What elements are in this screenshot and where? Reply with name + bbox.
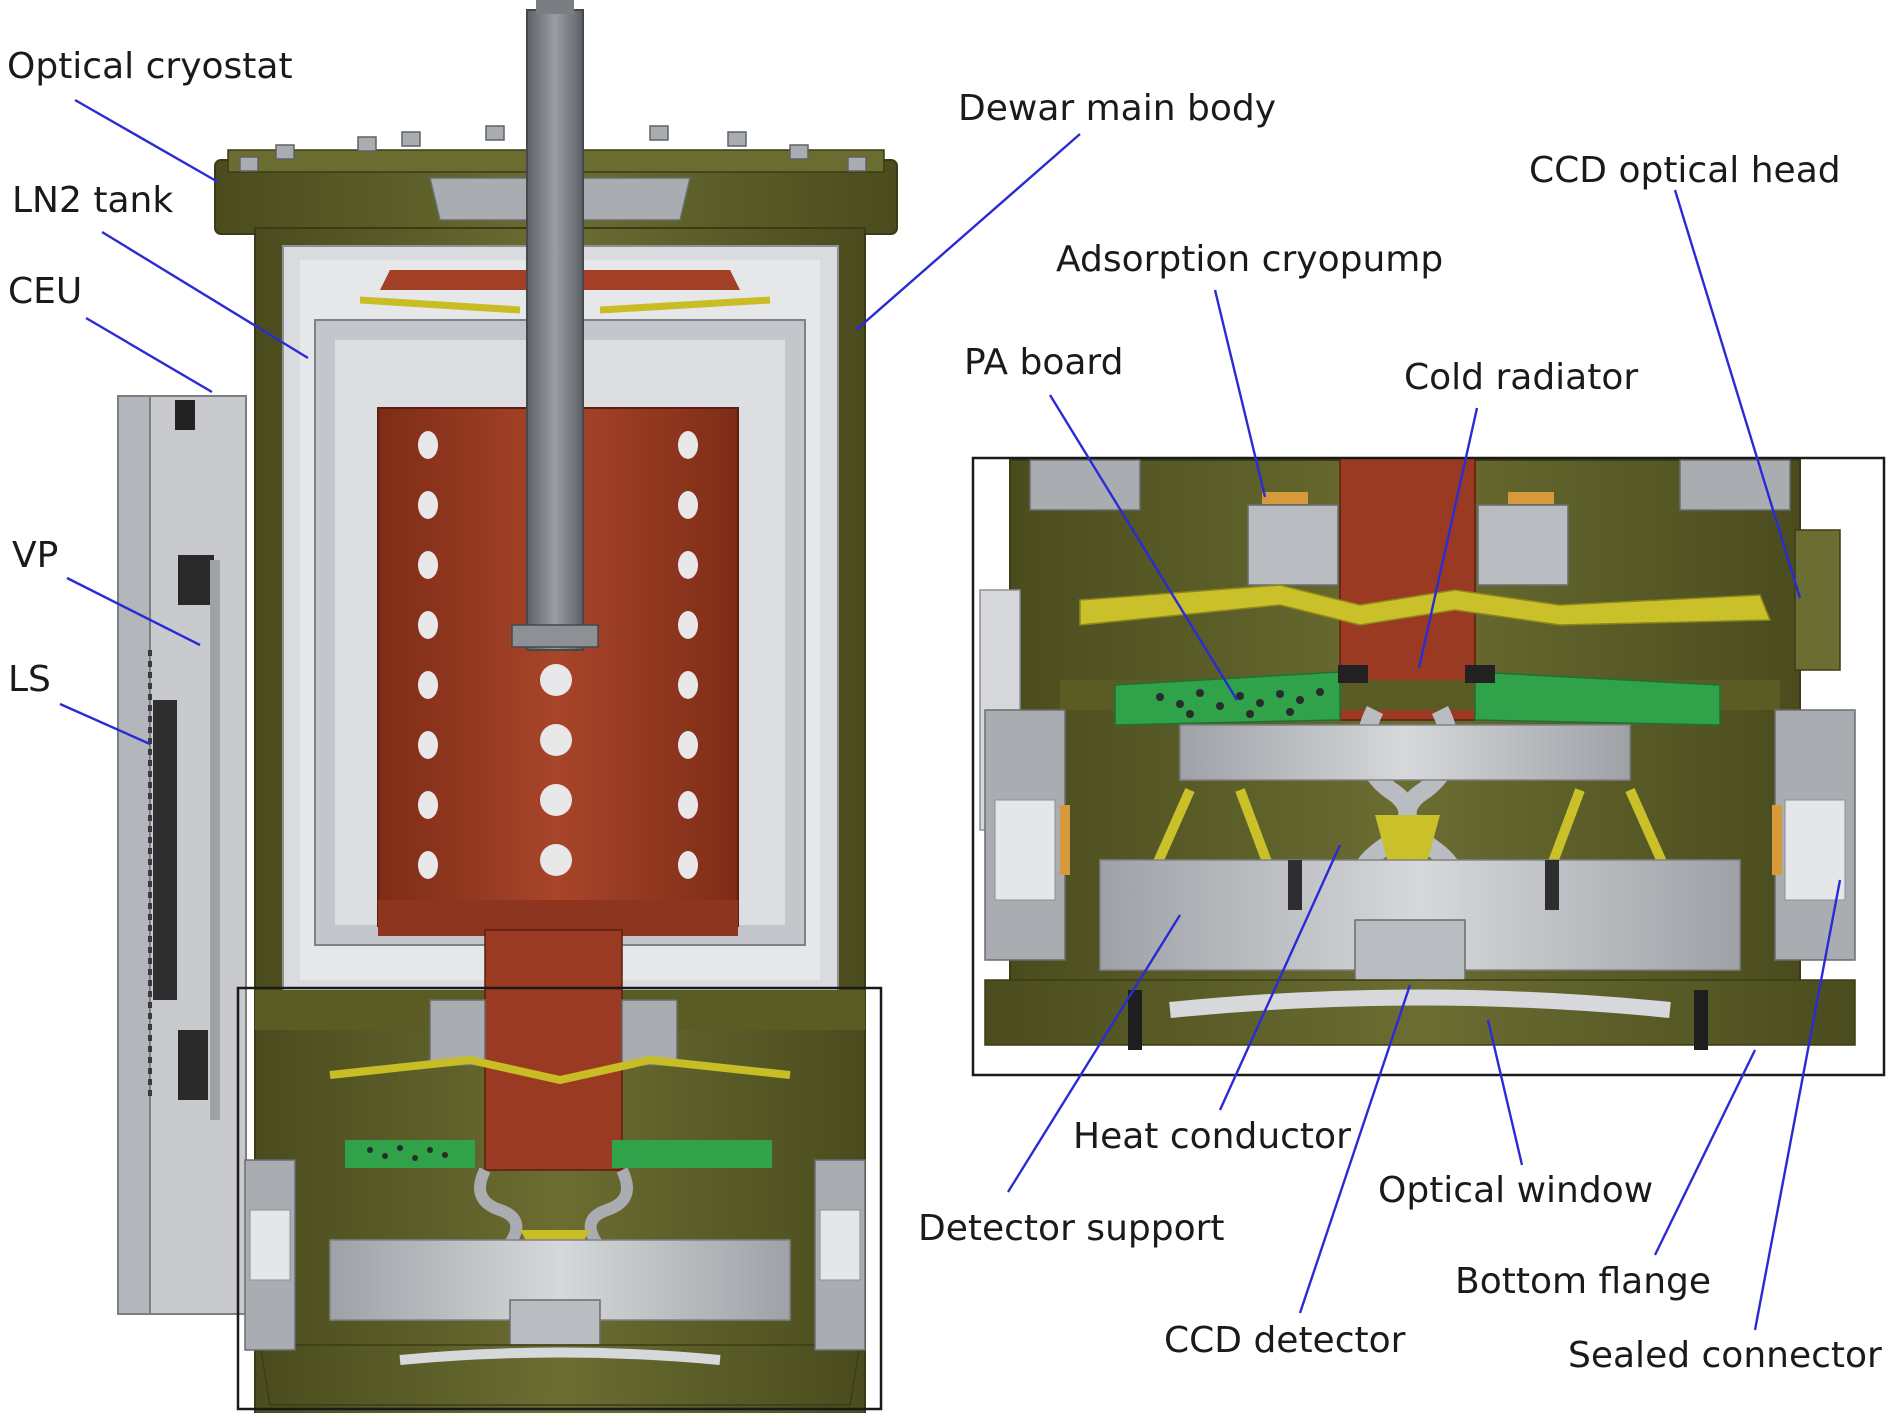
label-bottom-flange: Bottom flange	[1455, 1261, 1711, 1302]
fill-tube	[511, 0, 599, 651]
cryostat-cutaway	[117, 0, 898, 1413]
labels: Optical cryostat LN2 tank CEU VP LS Dewa…	[7, 46, 1882, 1376]
leader-pa-board	[1048, 394, 1239, 701]
detail-enlargement	[971, 456, 1886, 1077]
detail-frame	[971, 456, 1886, 1077]
leader-optical-cryostat	[74, 98, 219, 184]
label-detector-support: Detector support	[918, 1208, 1225, 1249]
label-optical-window: Optical window	[1378, 1170, 1653, 1211]
leader-adsorption-cryopump	[1213, 289, 1267, 498]
label-dewar-main-body: Dewar main body	[958, 88, 1276, 129]
label-adsorption-cryopump: Adsorption cryopump	[1056, 239, 1443, 280]
label-ls: LS	[8, 659, 51, 700]
leader-ls	[59, 702, 151, 746]
lower-section	[244, 929, 866, 1406]
leader-optical-window	[1486, 1019, 1524, 1166]
label-pa-board: PA board	[964, 342, 1123, 383]
detail-contents	[979, 457, 1856, 1050]
label-vp: VP	[12, 535, 58, 576]
leader-bottom-flange	[1653, 1049, 1757, 1256]
leader-ccd-optical-head	[1673, 189, 1802, 599]
leader-sealed-connector	[1753, 879, 1842, 1331]
label-heat-conductor: Heat conductor	[1073, 1116, 1351, 1157]
leader-cold-radiator	[1417, 407, 1479, 669]
label-sealed-connector: Sealed connector	[1568, 1335, 1882, 1376]
leader-detector-support	[1006, 914, 1182, 1193]
leader-heat-conductor	[1218, 844, 1342, 1111]
leader-ln2-tank	[101, 230, 309, 360]
leader-dewar-main-body	[855, 133, 1081, 331]
label-optical-cryostat: Optical cryostat	[7, 46, 293, 87]
side-electronics-module	[117, 395, 247, 1315]
leader-ceu	[85, 316, 213, 394]
leader-lines	[59, 98, 1842, 1331]
label-ccd-detector: CCD detector	[1164, 1320, 1406, 1361]
leader-vp	[66, 576, 201, 647]
label-ceu: CEU	[8, 271, 82, 312]
leader-ccd-detector	[1298, 984, 1412, 1314]
label-cold-radiator: Cold radiator	[1404, 357, 1638, 398]
label-ln2-tank: LN2 tank	[12, 180, 173, 221]
detail-region-box	[236, 986, 883, 1411]
label-ccd-optical-head: CCD optical head	[1529, 150, 1841, 191]
